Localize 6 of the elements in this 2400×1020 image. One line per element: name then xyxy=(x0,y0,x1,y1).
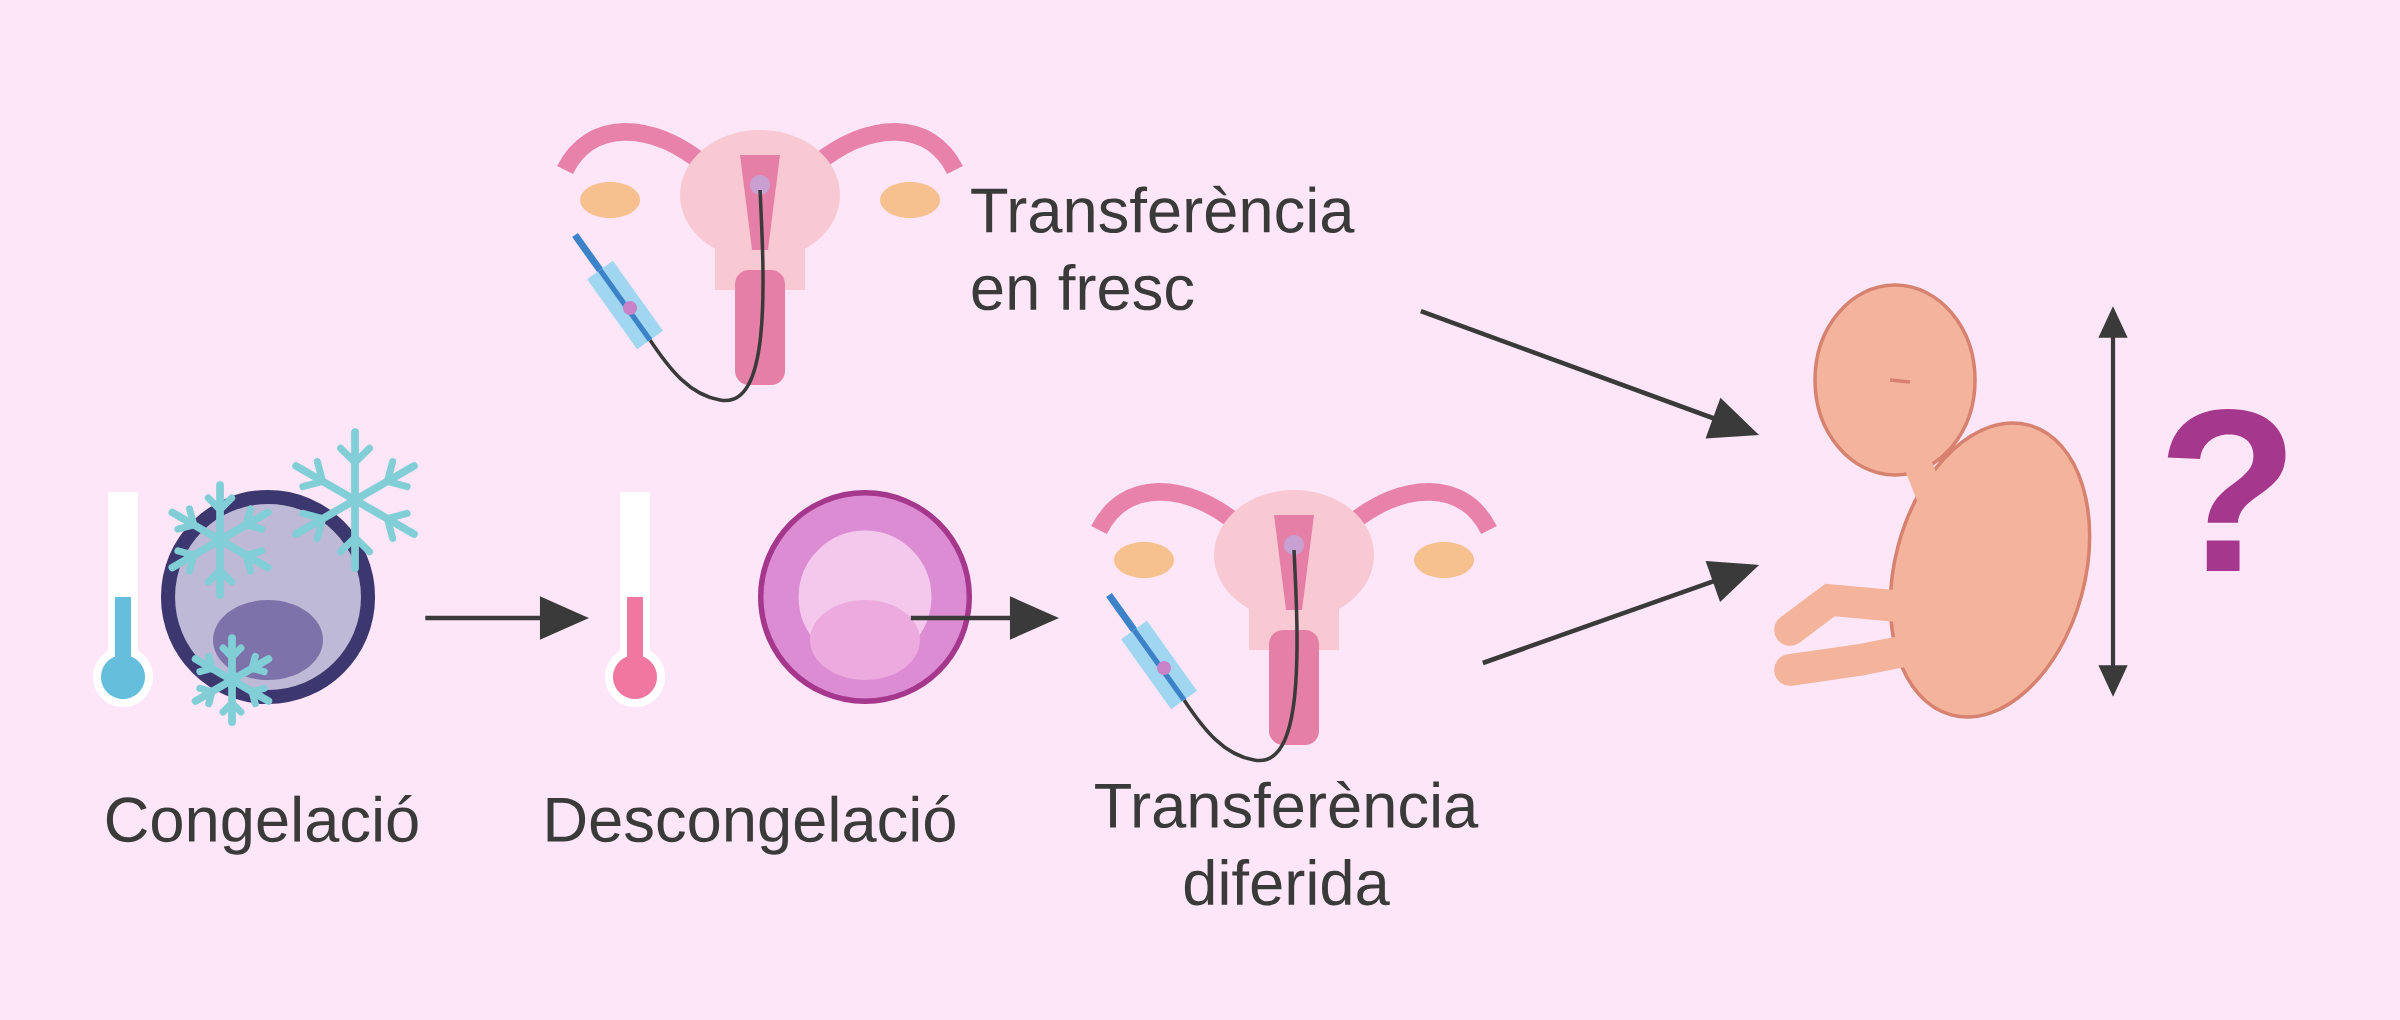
question-mark: ? xyxy=(2167,409,2286,572)
step-label: Transferència diferida xyxy=(1095,780,1479,906)
step-label: Transferència en fresc xyxy=(971,185,1355,311)
step-label: Descongelació xyxy=(547,794,955,855)
step-label: Congelació xyxy=(106,794,418,855)
fetus-drawing xyxy=(1774,283,2092,719)
